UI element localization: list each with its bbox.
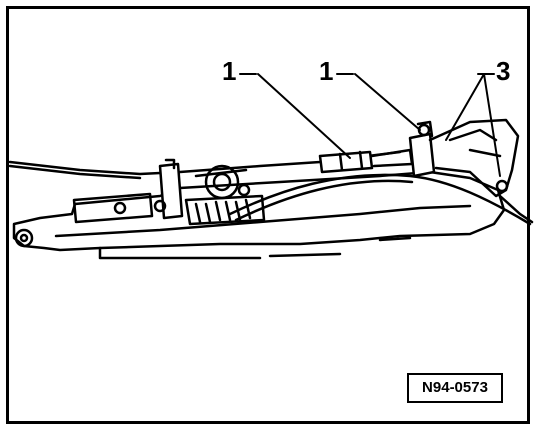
- eye-loop: [14, 228, 34, 248]
- return-cable: [228, 173, 532, 226]
- figure-reference-code: N94-0573: [407, 373, 503, 403]
- leader-line-1b: [354, 73, 421, 131]
- leader-line-3b: [483, 73, 501, 177]
- callout-label-1-left: 1: [222, 56, 237, 86]
- callout-label-3: 3: [496, 56, 511, 86]
- bracket: [428, 118, 520, 198]
- diagram-frame: [6, 6, 530, 424]
- cable-sleeve: [318, 150, 374, 174]
- callout-label-1-right: 1: [319, 56, 334, 86]
- leader-line-3a: [445, 73, 485, 141]
- base-rail: [12, 170, 506, 252]
- leader-line-1a: [257, 73, 351, 159]
